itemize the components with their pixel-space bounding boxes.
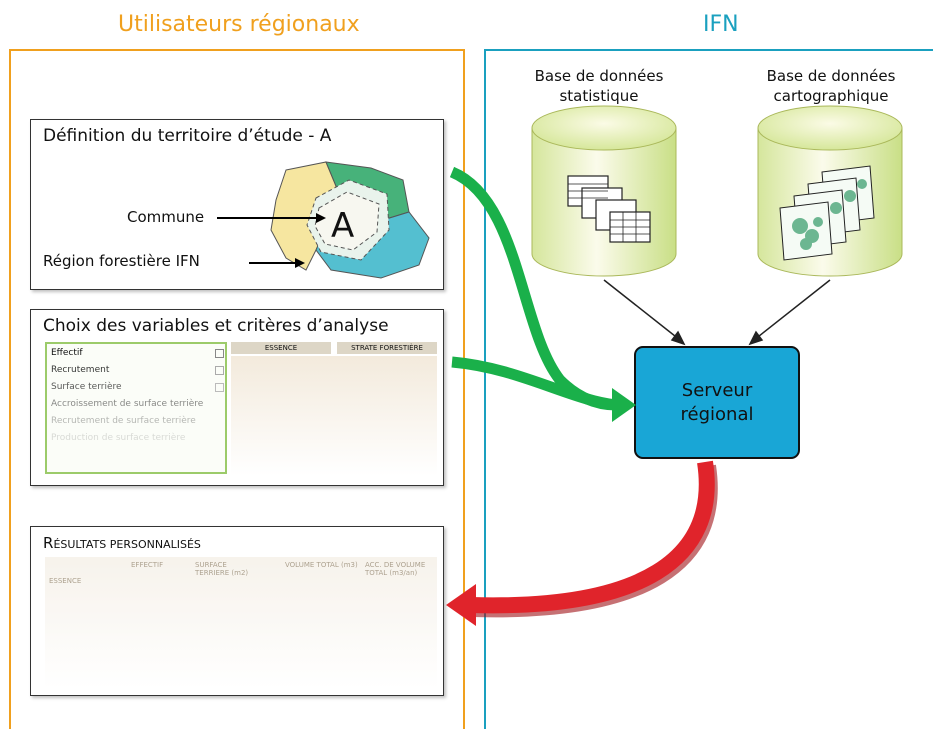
- commune-label: Commune: [127, 208, 205, 226]
- region-forestiere-label: Région forestière IFN: [43, 252, 200, 270]
- variable-item[interactable]: Effectif: [51, 348, 83, 358]
- results-box: RÉSULTATS PERSONNALISÉS ESSENCE EFFECTIF…: [30, 526, 444, 696]
- results-header-surface: SURFACE TERRIERE (m2): [195, 561, 249, 577]
- column-title-ifn: IFN: [703, 12, 739, 37]
- variable-item[interactable]: Recrutement: [51, 365, 110, 375]
- results-header-effectif: EFFECTIF: [131, 561, 164, 569]
- server-label-line2: régional: [680, 403, 754, 425]
- results-header-volume: VOLUME TOTAL (m3): [285, 561, 358, 569]
- territory-definition-title: Définition du territoire d’étude - A: [43, 126, 332, 146]
- variable-selection-box: Choix des variables et critères d’analys…: [30, 309, 444, 486]
- variables-list: Effectif Recrutement Surface terrière Ac…: [45, 342, 227, 474]
- strate-header: STRATE FORESTIÈRE: [337, 342, 437, 354]
- territory-map: [217, 161, 430, 279]
- regional-server: Serveur régional: [634, 346, 800, 459]
- checkbox[interactable]: [215, 366, 224, 375]
- results-header-essence: ESSENCE: [49, 577, 82, 585]
- territory-definition-box: Définition du territoire d’étude - A Com…: [30, 119, 444, 290]
- variable-item[interactable]: Production de surface terrière: [51, 433, 186, 443]
- variable-item[interactable]: Recrutement de surface terrière: [51, 416, 196, 426]
- criteria-table: [231, 356, 437, 476]
- results-header-acc-volume: ACC. DE VOLUME TOTAL (m3/an): [365, 561, 426, 577]
- results-title: RÉSULTATS PERSONNALISÉS: [43, 534, 201, 552]
- map-letter-a: A: [331, 206, 355, 246]
- variable-item[interactable]: Accroissement de surface terrière: [51, 399, 204, 409]
- checkbox[interactable]: [215, 349, 224, 358]
- variable-selection-title: Choix des variables et critères d’analys…: [43, 316, 389, 336]
- essence-header: ESSENCE: [231, 342, 331, 354]
- server-label-line1: Serveur: [681, 379, 753, 401]
- checkbox[interactable]: [215, 383, 224, 392]
- variable-item[interactable]: Surface terrière: [51, 382, 122, 392]
- column-title-users: Utilisateurs régionaux: [118, 12, 360, 37]
- results-table: ESSENCE EFFECTIF SURFACE TERRIERE (m2) V…: [45, 557, 437, 689]
